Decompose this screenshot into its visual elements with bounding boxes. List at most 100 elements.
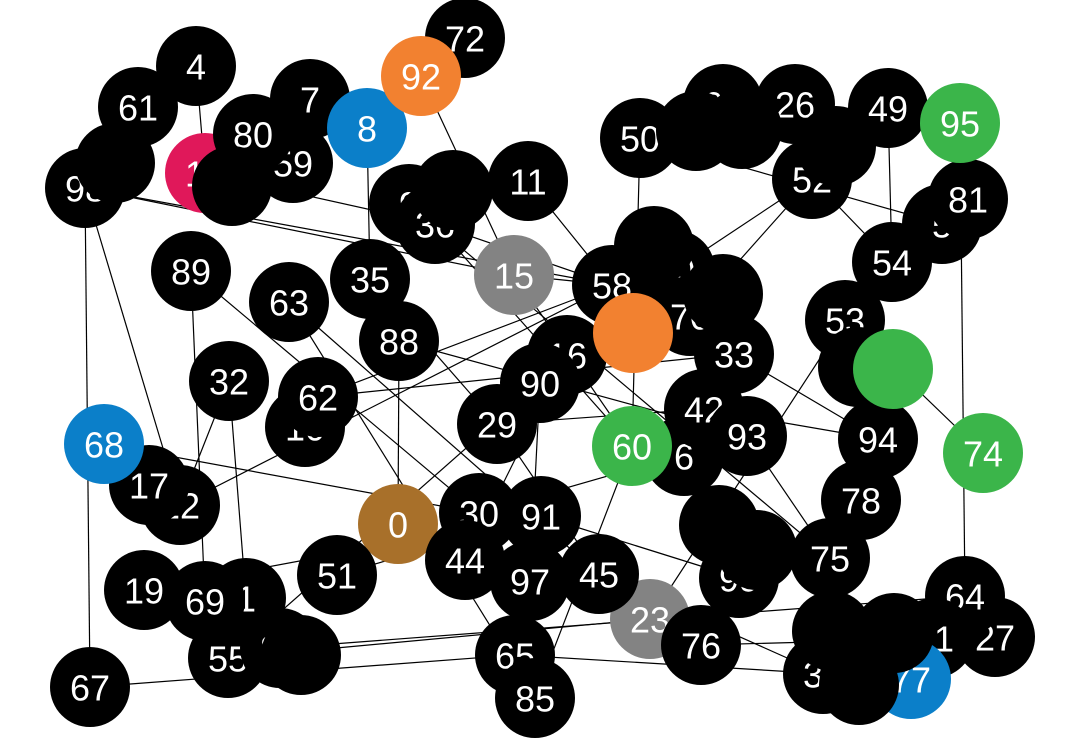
node-circle-95	[920, 83, 1000, 163]
node-circle-91	[501, 476, 581, 556]
node-78[interactable]: 78	[821, 460, 901, 540]
node-b1[interactable]	[192, 146, 272, 226]
node-label-78: 78	[841, 481, 881, 522]
node-label-75: 75	[810, 539, 850, 580]
node-label-90: 90	[520, 364, 560, 405]
node-circle-b2	[75, 123, 155, 203]
node-60[interactable]: 60	[592, 406, 672, 486]
node-label-68: 68	[84, 425, 124, 466]
node-76[interactable]: 76	[661, 605, 741, 685]
node-93[interactable]: 93	[707, 396, 787, 476]
node-97[interactable]: 97	[490, 541, 570, 621]
node-label-62: 62	[298, 378, 338, 419]
node-0[interactable]: 0	[358, 484, 438, 564]
node-b11[interactable]	[717, 510, 797, 590]
node-label-49: 49	[868, 89, 908, 130]
node-circle-b15	[819, 645, 899, 725]
node-label-94: 94	[858, 420, 898, 461]
node-circle-b1	[192, 146, 272, 226]
node-b2[interactable]	[75, 123, 155, 203]
node-88[interactable]: 88	[359, 301, 439, 381]
node-15[interactable]: 15	[474, 235, 554, 315]
node-circle-44	[425, 520, 505, 600]
node-circle-8	[327, 88, 407, 168]
node-label-50: 50	[620, 119, 660, 160]
node-32[interactable]: 32	[189, 341, 269, 421]
node-label-15: 15	[494, 256, 534, 297]
node-circle-19	[104, 550, 184, 630]
node-circle-b11	[717, 510, 797, 590]
node-circle-62	[278, 357, 358, 437]
node-label-89: 89	[171, 252, 211, 293]
node-circle-74	[943, 413, 1023, 493]
node-89[interactable]: 89	[151, 231, 231, 311]
node-b7[interactable]	[614, 206, 694, 286]
edge-62-58	[317, 284, 613, 398]
node-circle-63	[249, 262, 329, 342]
node-label-93: 93	[727, 417, 767, 458]
node-90[interactable]: 90	[500, 343, 580, 423]
node-b6[interactable]	[413, 150, 493, 230]
node-circle-b7	[614, 206, 694, 286]
node-95[interactable]: 95	[920, 83, 1000, 163]
node-circle-85	[495, 658, 575, 738]
node-4[interactable]: 4	[156, 26, 236, 106]
node-label-6: 6	[674, 437, 694, 478]
node-label-45: 45	[579, 555, 619, 596]
node-circle-b4	[702, 89, 782, 169]
node-b8[interactable]	[683, 254, 763, 334]
node-67[interactable]: 67	[50, 647, 130, 727]
node-19[interactable]: 19	[104, 550, 184, 630]
node-label-85: 85	[515, 679, 555, 720]
node-81[interactable]: 81	[928, 159, 1008, 239]
node-circle-76	[661, 605, 741, 685]
node-54[interactable]: 54	[852, 222, 932, 302]
node-94[interactable]: 94	[838, 399, 918, 479]
node-label-88: 88	[379, 322, 419, 363]
node-b5[interactable]	[796, 106, 876, 186]
node-b4[interactable]	[702, 89, 782, 169]
node-label-0: 0	[388, 505, 408, 546]
node-35[interactable]: 35	[330, 239, 410, 319]
node-circle-15	[474, 235, 554, 315]
node-8[interactable]: 8	[327, 88, 407, 168]
node-label-67: 67	[70, 668, 110, 709]
node-11[interactable]: 11	[488, 141, 568, 221]
node-label-54: 54	[872, 243, 912, 284]
node-62[interactable]: 62	[278, 357, 358, 437]
node-label-44: 44	[445, 541, 485, 582]
node-circle-54	[852, 222, 932, 302]
node-circle-60	[592, 406, 672, 486]
node-circle-89	[151, 231, 231, 311]
node-69[interactable]: 69	[165, 561, 245, 641]
edge-12-58	[179, 284, 613, 506]
node-circle-b8	[683, 254, 763, 334]
node-label-91: 91	[521, 497, 561, 538]
edge-89-69	[190, 270, 206, 602]
node-o2[interactable]	[593, 293, 673, 373]
node-68[interactable]: 68	[64, 404, 144, 484]
node-63[interactable]: 63	[249, 262, 329, 342]
node-51[interactable]: 51	[297, 535, 377, 615]
node-b15[interactable]	[819, 645, 899, 725]
node-92[interactable]: 92	[381, 36, 461, 116]
node-circle-78	[821, 460, 901, 540]
node-circle-93	[707, 396, 787, 476]
node-circle-81	[928, 159, 1008, 239]
node-label-4: 4	[186, 47, 206, 88]
node-74[interactable]: 74	[943, 413, 1023, 493]
node-b14[interactable]	[261, 615, 341, 695]
node-85[interactable]: 85	[495, 658, 575, 738]
node-44[interactable]: 44	[425, 520, 505, 600]
node-label-35: 35	[350, 260, 390, 301]
node-91[interactable]: 91	[501, 476, 581, 556]
node-45[interactable]: 45	[559, 534, 639, 614]
node-g2[interactable]	[853, 329, 933, 409]
node-label-32: 32	[209, 362, 249, 403]
node-label-19: 19	[124, 571, 164, 612]
node-label-29: 29	[477, 405, 517, 446]
node-circle-4	[156, 26, 236, 106]
node-label-76: 76	[681, 626, 721, 667]
